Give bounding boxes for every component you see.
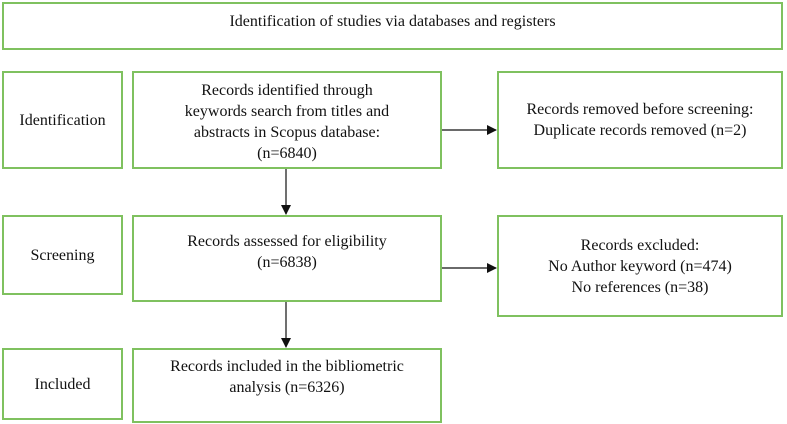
- stage-screening-label: Screening: [30, 246, 95, 264]
- stage-included-box: Included: [2, 348, 123, 420]
- records-assessed-text: Records assessed for eligibility (n=6838…: [187, 233, 387, 271]
- stage-screening-box: Screening: [2, 215, 123, 295]
- records-assessed-box: Records assessed for eligibility (n=6838…: [132, 215, 442, 302]
- stage-identification-box: Identification: [2, 71, 123, 169]
- records-excluded-box: Records excluded: No Author keyword (n=4…: [497, 215, 783, 317]
- records-included-box: Records included in the bibliometric ana…: [132, 348, 442, 423]
- records-removed-box: Records removed before screening: Duplic…: [497, 71, 783, 169]
- records-removed-text: Records removed before screening: Duplic…: [526, 101, 754, 139]
- header-box: Identification of studies via databases …: [2, 2, 783, 50]
- stage-identification-label: Identification: [19, 111, 106, 129]
- records-identified-box: Records identified through keywords sear…: [132, 71, 442, 169]
- stage-included-label: Included: [34, 375, 91, 393]
- records-included-text: Records included in the bibliometric ana…: [170, 358, 404, 396]
- header-title: Identification of studies via databases …: [229, 13, 556, 30]
- records-excluded-text: Records excluded: No Author keyword (n=4…: [548, 236, 732, 296]
- records-identified-text: Records identified through keywords sear…: [184, 82, 390, 162]
